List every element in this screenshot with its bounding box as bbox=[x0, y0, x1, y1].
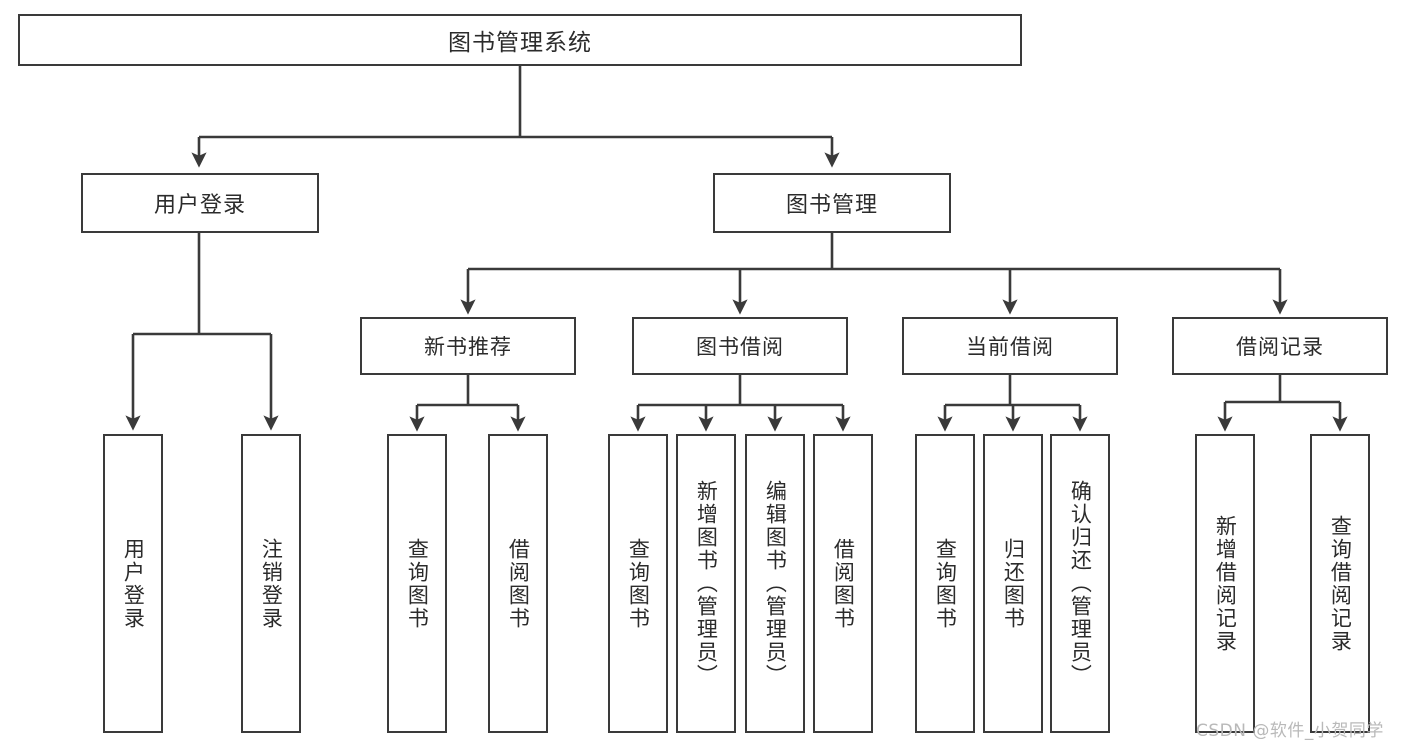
node-book-borrow-label: 图书借阅 bbox=[696, 335, 784, 359]
node-new-book-recommend[interactable]: 新书推荐 bbox=[360, 317, 576, 375]
leaf-query-book-2-label: 查询图书 bbox=[626, 537, 651, 630]
leaf-confirm-return-label: 确认归还（管理员） bbox=[1068, 480, 1093, 687]
leaf-add-book-label: 新增图书（管理员） bbox=[694, 480, 719, 687]
node-root-label: 图书管理系统 bbox=[448, 30, 592, 56]
node-book-management-label: 图书管理 bbox=[785, 193, 878, 218]
leaf-add-book[interactable]: 新增图书（管理员） bbox=[676, 434, 736, 733]
node-current-borrow[interactable]: 当前借阅 bbox=[902, 317, 1118, 375]
watermark: CSDN @软件_小贺同学 bbox=[1196, 716, 1384, 741]
node-root[interactable]: 图书管理系统 bbox=[18, 14, 1022, 66]
node-user-login[interactable]: 用户登录 bbox=[81, 173, 319, 233]
leaf-add-record[interactable]: 新增借阅记录 bbox=[1195, 434, 1255, 733]
leaf-user-login[interactable]: 用户登录 bbox=[103, 434, 163, 733]
node-book-borrow[interactable]: 图书借阅 bbox=[632, 317, 848, 375]
leaf-query-book-3[interactable]: 查询图书 bbox=[915, 434, 975, 733]
leaf-borrow-book-2[interactable]: 借阅图书 bbox=[813, 434, 873, 733]
node-borrow-record-label: 借阅记录 bbox=[1236, 335, 1324, 359]
node-new-book-recommend-label: 新书推荐 bbox=[424, 335, 512, 359]
leaf-user-logout[interactable]: 注销登录 bbox=[241, 434, 301, 733]
leaf-edit-book-label: 编辑图书（管理员） bbox=[763, 480, 788, 687]
leaf-return-book[interactable]: 归还图书 bbox=[983, 434, 1043, 733]
leaf-user-logout-label: 注销登录 bbox=[259, 537, 284, 630]
leaf-query-book-1-label: 查询图书 bbox=[405, 537, 430, 630]
leaf-borrow-book-2-label: 借阅图书 bbox=[831, 537, 856, 630]
leaf-borrow-book-1-label: 借阅图书 bbox=[506, 537, 531, 630]
leaf-edit-book[interactable]: 编辑图书（管理员） bbox=[745, 434, 805, 733]
leaf-query-book-1[interactable]: 查询图书 bbox=[387, 434, 447, 733]
leaf-user-login-label: 用户登录 bbox=[121, 537, 146, 630]
leaf-query-record-label: 查询借阅记录 bbox=[1328, 514, 1353, 653]
leaf-add-record-label: 新增借阅记录 bbox=[1213, 514, 1238, 653]
leaf-borrow-book-1[interactable]: 借阅图书 bbox=[488, 434, 548, 733]
node-book-management[interactable]: 图书管理 bbox=[713, 173, 951, 233]
node-user-login-label: 用户登录 bbox=[153, 193, 246, 218]
leaf-query-book-3-label: 查询图书 bbox=[933, 537, 958, 630]
leaf-query-record[interactable]: 查询借阅记录 bbox=[1310, 434, 1370, 733]
leaf-confirm-return[interactable]: 确认归还（管理员） bbox=[1050, 434, 1110, 733]
node-current-borrow-label: 当前借阅 bbox=[966, 335, 1054, 359]
leaf-query-book-2[interactable]: 查询图书 bbox=[608, 434, 668, 733]
node-borrow-record[interactable]: 借阅记录 bbox=[1172, 317, 1388, 375]
leaf-return-book-label: 归还图书 bbox=[1001, 537, 1026, 630]
watermark-text: CSDN @软件_小贺同学 bbox=[1196, 721, 1384, 741]
